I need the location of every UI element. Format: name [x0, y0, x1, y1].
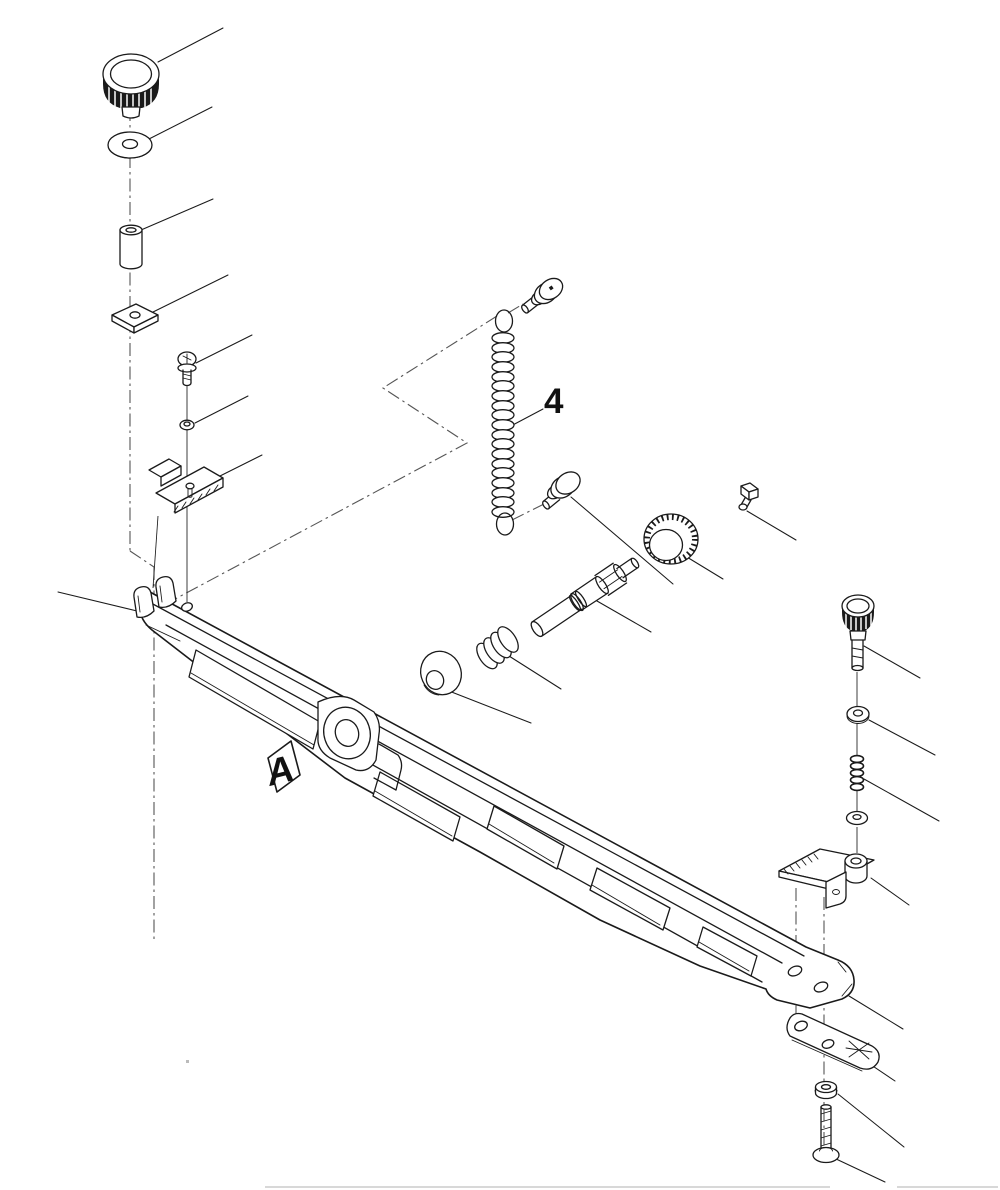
tension-spring: [491, 309, 515, 536]
flange-screw: [812, 1104, 840, 1164]
hex-nut: [814, 1080, 838, 1100]
pan-head-screw: [177, 351, 197, 387]
shoulder-screw-upper: [521, 277, 564, 314]
flat-washer: [107, 131, 153, 159]
washer-upper-right: [846, 705, 870, 724]
thrust-washer: [420, 650, 462, 696]
pivot-shaft: [530, 557, 640, 638]
arm-tip-lugs: [133, 575, 193, 642]
knurled-knob: [102, 53, 160, 119]
part-number-4: 4: [544, 382, 564, 421]
small-coil-spring: [476, 626, 519, 670]
page-edge-lines: [186, 1060, 998, 1188]
spacer-sleeve: [119, 224, 143, 270]
hex-bolt: [738, 482, 759, 511]
centerlines: [129, 108, 858, 1147]
nut-plate: [111, 303, 159, 334]
thumb-screw: [841, 594, 875, 672]
small-washer: [179, 419, 195, 431]
washer-lower-right: [845, 810, 869, 826]
view-label-A: A: [261, 740, 301, 794]
arm-end-plate: [787, 961, 853, 997]
clamp-bracket: [778, 848, 875, 909]
link-plate: [786, 1012, 880, 1072]
shoulder-screw-lower: [542, 471, 581, 510]
pivot-arm: [133, 575, 855, 1009]
guide-bracket: [148, 458, 224, 514]
arm-center-boss: [317, 695, 403, 791]
knurled-nut: [643, 513, 699, 565]
coil-spring-right: [849, 754, 865, 792]
